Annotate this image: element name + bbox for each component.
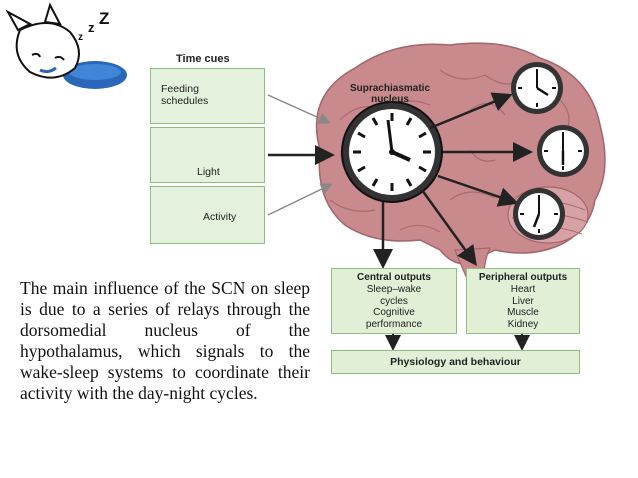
svg-text:z: z xyxy=(88,20,95,35)
peripheral-outputs-box: Peripheral outputs Heart Liver Muscle Ki… xyxy=(466,268,580,334)
slide-body-text: The main influence of the SCN on sleep i… xyxy=(20,278,310,403)
arrow-activity-to-scn xyxy=(267,183,333,216)
peripheral-output-item: Muscle xyxy=(507,307,539,318)
arrow-scn-to-clock-3 xyxy=(437,174,519,207)
peripheral-clock-1-icon xyxy=(511,62,563,114)
central-output-item: performance xyxy=(365,318,423,330)
feeding-cue-box: Feeding schedules xyxy=(150,68,265,124)
activity-cue-box: Activity xyxy=(150,186,265,244)
arrow-scn-to-clock-1 xyxy=(429,92,513,130)
feeding-cue-label: Feeding schedules xyxy=(161,83,209,107)
peripheral-clock-2-icon xyxy=(537,125,589,177)
peripheral-clock-3-icon xyxy=(513,188,565,240)
central-outputs-title: Central outputs xyxy=(357,272,431,283)
peripheral-outputs-title: Peripheral outputs xyxy=(478,272,568,283)
scn-clock-icon xyxy=(341,101,443,203)
central-output-item: Sleep–wake xyxy=(366,284,422,295)
scn-label: Suprachiasmatic nucleus xyxy=(349,83,431,105)
svg-text:Z: Z xyxy=(99,9,109,28)
sleeping-character-illustration: z z Z xyxy=(5,2,127,89)
light-cue-box: Light xyxy=(150,127,265,183)
peripheral-output-item: Heart xyxy=(510,284,536,295)
central-output-item: Cognitive xyxy=(373,307,415,318)
peripheral-output-item: Kidney xyxy=(507,318,539,330)
arrow-feeding-to-scn xyxy=(267,94,331,124)
physiology-behaviour-bar: Physiology and behaviour xyxy=(331,350,580,374)
central-outputs-box: Central outputs Sleep–wake cycles Cognit… xyxy=(331,268,457,334)
activity-cue-label: Activity xyxy=(203,211,237,223)
physiology-behaviour-label: Physiology and behaviour xyxy=(390,356,521,368)
central-output-item: cycles xyxy=(380,295,408,307)
time-cues-title: Time cues xyxy=(176,53,230,65)
peripheral-output-item: Liver xyxy=(512,295,534,307)
arrow-scn-to-peripheral xyxy=(420,189,477,267)
svg-text:z: z xyxy=(78,32,83,43)
light-cue-label: Light xyxy=(197,166,220,178)
character-head-icon xyxy=(15,22,80,79)
